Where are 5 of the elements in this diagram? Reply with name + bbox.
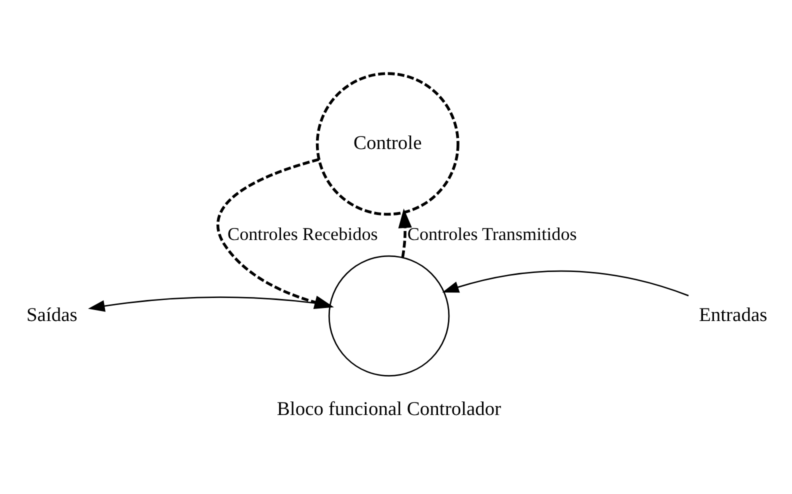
node-text: Saídas bbox=[26, 305, 78, 326]
edge-label: Controles Recebidos bbox=[228, 224, 378, 244]
node-text: Entradas bbox=[698, 305, 768, 326]
edge-label: Controles Transmitidos bbox=[407, 224, 577, 244]
node-label: Bloco funcional Controlador bbox=[276, 399, 502, 420]
